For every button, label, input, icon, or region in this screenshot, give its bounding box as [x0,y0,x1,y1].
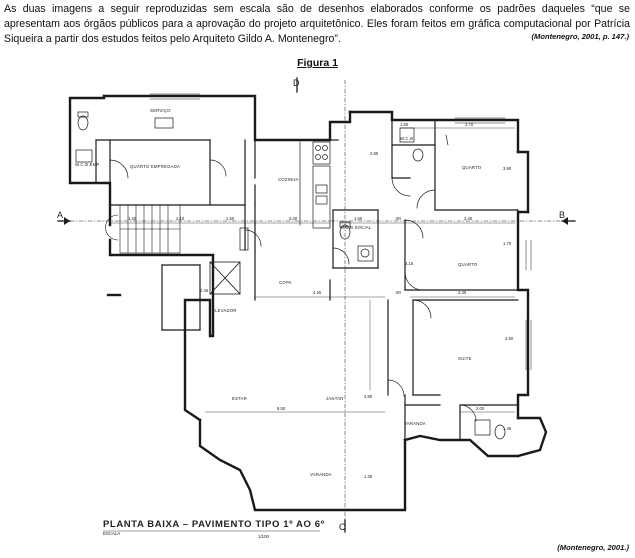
section-lines [69,79,563,521]
room-jantar: JANTAR [326,396,344,401]
bathroom-fixtures [75,111,506,440]
elevator-shaft [209,261,241,295]
dim-260: 2.60 [505,336,514,341]
dim-245: 2.45 [200,288,209,293]
dim-125: 1.25 [128,216,137,221]
outer-walls [68,94,548,512]
dim-150: 1.50 [226,216,235,221]
room-estar: ESTAR [232,396,247,401]
dim-145: 1.45 [503,426,512,431]
section-mark-c: C [339,522,346,532]
dim-270: 2.70 [465,122,474,127]
dim-380: 3.80 [364,394,373,399]
dim-160: 1.60 [354,216,363,221]
dim-170: 1.70 [503,241,512,246]
dim-210: 2.10 [176,216,185,221]
room-copa: COPA [279,280,292,285]
section-mark-b: B [559,210,565,220]
plan-title: PLANTA BAIXA – PAVIMENTO TIPO 1º AO 6º [103,519,325,530]
section-mark-d: D [293,78,300,88]
dim-340b: 3.40 [464,216,473,221]
dim-090a: .90 [395,216,401,221]
room-quarto-empregada: QUARTO EMPREGADA [130,164,180,169]
intro-paragraph: As duas imagens a seguir reproduzidas se… [4,3,630,45]
plan-scale-value: 1/100 [258,534,270,539]
room-suite: SUITE [458,356,472,361]
dim-200: 2.00 [476,406,485,411]
dim-850: 8.50 [277,406,286,411]
cut-arrows [64,217,568,225]
dim-330: 3.30 [458,290,467,295]
section-mark-a: A [57,210,63,220]
plan-scale-label: ESCALA [103,531,120,536]
dimension-lines [109,127,516,413]
dim-090b: .90 [395,290,401,295]
window-marks [149,93,532,371]
citation-top: (Montenegro, 2001, p. 147.) [531,32,629,41]
floor-plan: A B C D SERVIÇO W.C.B EMP. QUARTO EMPREG… [57,77,576,539]
dim-340: 3.40 [289,216,298,221]
dim-315: 3.15 [405,261,414,266]
door-swings [109,159,477,422]
dim-390: 3.90 [503,166,512,171]
room-quarto-2: QUARTO [458,262,478,267]
room-quarto-1: QUARTO [462,165,482,170]
room-wcb: W.C.B [400,136,413,141]
dim-180: 1.80 [400,122,409,127]
room-wcb-emp: W.C.B EMP. [75,162,100,167]
room-cozinha: COZINHA [278,177,299,182]
citation-bottom: (Montenegro, 2001.) [557,543,629,552]
room-varanda-2: VARANDA [404,421,426,426]
room-elevador: ELEVADOR [212,308,237,313]
room-servico: SERVIÇO [150,108,171,113]
dim-425: 4.25 [313,290,322,295]
dim-130: 1.30 [364,474,373,479]
room-wcb-social: W.C.B SOCIAL [340,225,372,230]
kitchen-fixtures [154,117,331,251]
figure-title: Figura 1 [297,57,338,69]
staircase [105,204,181,254]
room-varanda: VARANDA [310,472,332,477]
dim-280: 2.80 [370,151,379,156]
